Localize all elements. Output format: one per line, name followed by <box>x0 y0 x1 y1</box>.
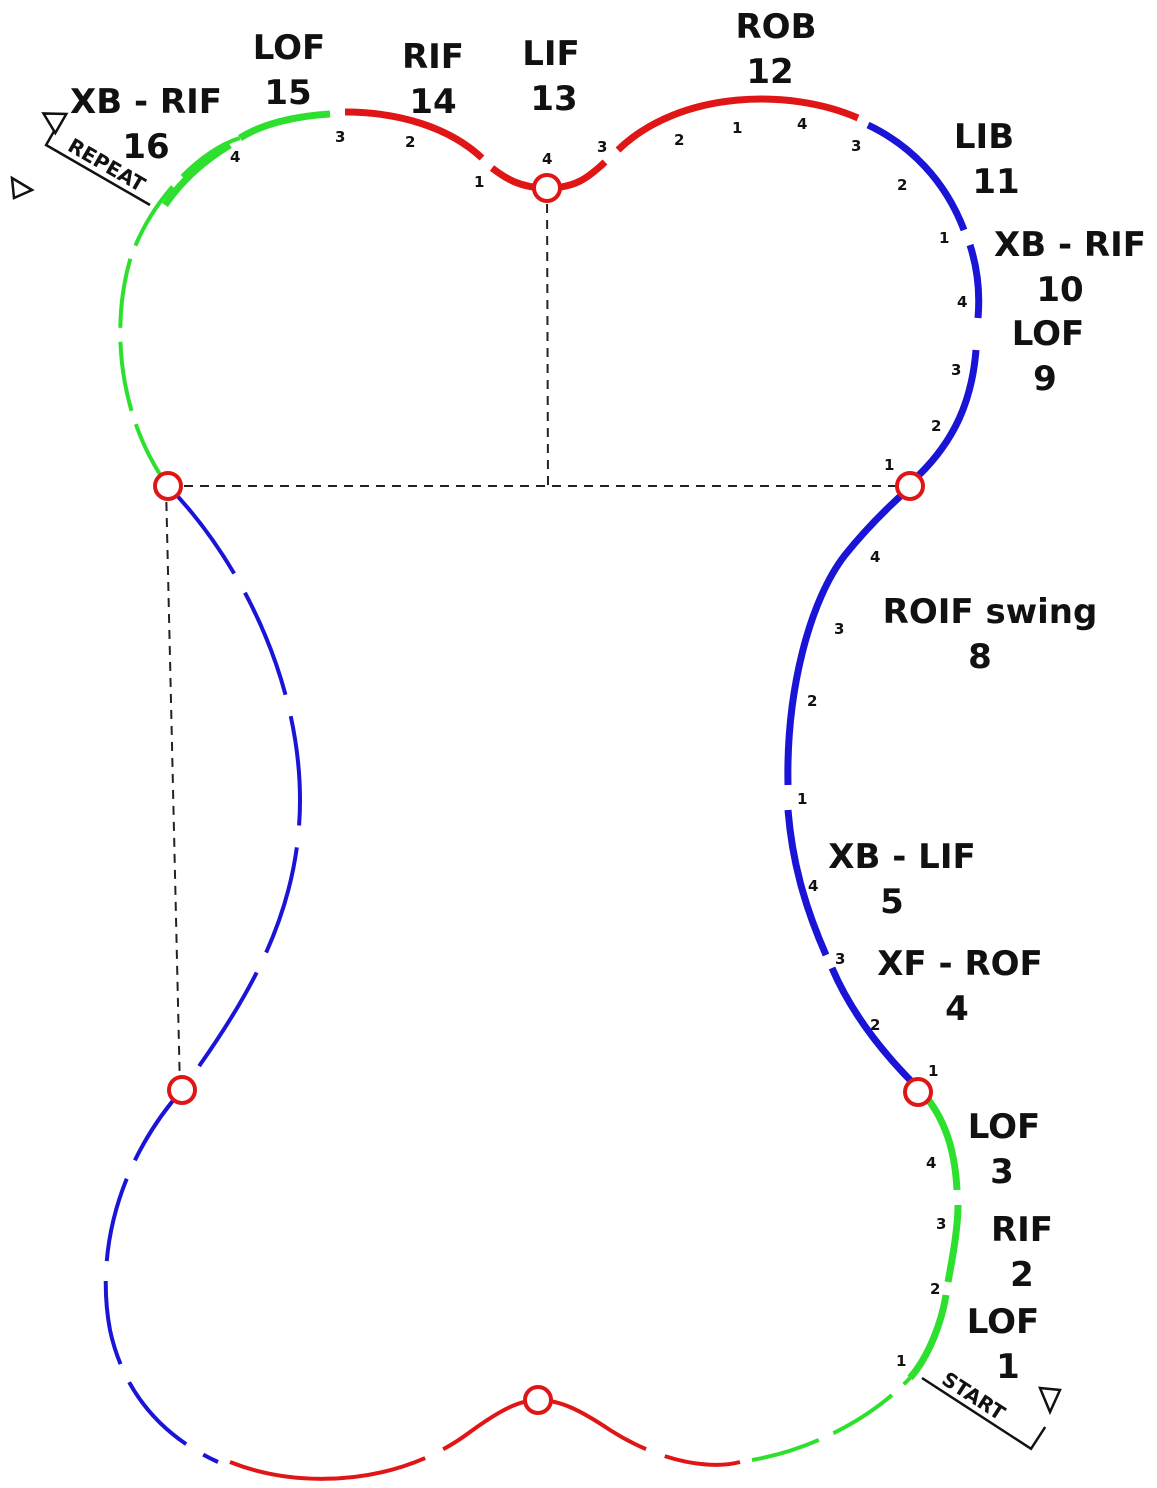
beat-count: 4 <box>230 148 240 166</box>
beat-count: 2 <box>674 131 684 149</box>
lobe-bottom-right <box>751 1376 912 1462</box>
lobe-top-left <box>118 136 241 488</box>
beat-count: 4 <box>808 877 818 895</box>
step-16-number: 16 <box>122 127 169 167</box>
step-15-number: 15 <box>264 73 311 113</box>
lobe-bottom-red-left <box>229 1398 539 1481</box>
node-upper-right <box>895 471 925 501</box>
node-lower-left <box>167 1075 197 1105</box>
step-14-number: 14 <box>409 82 456 122</box>
lobe-middle-left <box>166 484 303 1092</box>
edge-step-5 <box>784 809 830 957</box>
step-13-number: 13 <box>530 79 577 119</box>
lobe-outlines <box>103 136 912 1481</box>
step-12-name: ROB <box>736 7 817 47</box>
beat-count: 1 <box>928 1062 938 1080</box>
step-13-name: LIF <box>522 34 580 74</box>
edge-step-9 <box>915 349 980 479</box>
node-bottom <box>523 1385 553 1415</box>
edge-step-4 <box>828 966 918 1088</box>
node-upper-left <box>153 471 183 501</box>
start-marker: START <box>921 1367 1047 1451</box>
beat-count: 2 <box>897 176 907 194</box>
step-3-number: 3 <box>990 1152 1014 1192</box>
step-4-name: XF - ROF <box>877 944 1043 984</box>
step-12-number: 12 <box>746 52 793 92</box>
beat-count: 3 <box>834 620 844 638</box>
beat-count: 2 <box>870 1016 880 1034</box>
beat-count: 4 <box>926 1154 936 1172</box>
beat-count: 1 <box>884 456 894 474</box>
beat-count: 1 <box>896 1352 906 1370</box>
edge-step-16 <box>162 141 232 207</box>
step-5-number: 5 <box>880 882 904 922</box>
edge-step-8 <box>784 489 908 786</box>
edge-step-3 <box>919 1089 961 1191</box>
step-15-name: LOF <box>253 28 326 68</box>
beat-count: 3 <box>597 138 607 156</box>
node-top <box>532 173 562 203</box>
step-3-name: LOF <box>968 1107 1041 1147</box>
guide-line-vertical-left <box>165 485 181 1091</box>
edge-step-12 <box>615 95 860 153</box>
step-labels: LOF 1 RIF 2 LOF 3 XF - ROF 4 XB - LIF 5 … <box>70 7 1146 1387</box>
edge-step-10 <box>966 243 983 319</box>
step-16-name: XB - RIF <box>70 82 222 122</box>
step-9-number: 9 <box>1033 359 1057 399</box>
beat-count: 3 <box>835 950 845 968</box>
step-14-name: RIF <box>402 37 464 77</box>
step-10-number: 10 <box>1036 270 1083 310</box>
step-8-name: ROIF swing <box>883 592 1098 632</box>
step-11-name: LIB <box>954 117 1014 157</box>
guide-line-vertical-top <box>546 187 549 487</box>
step-4-number: 4 <box>945 989 969 1029</box>
beat-count: 2 <box>931 417 941 435</box>
lobe-bottom-red-right <box>537 1398 741 1467</box>
beat-count: 1 <box>474 173 484 191</box>
beat-count: 1 <box>939 229 949 247</box>
step-9-name: LOF <box>1012 314 1085 354</box>
edge-step-15 <box>238 110 331 141</box>
beat-count: 1 <box>797 790 807 808</box>
step-2-number: 2 <box>1010 1255 1034 1295</box>
repeat-arrow-icon <box>10 175 35 200</box>
beat-count: 2 <box>930 1280 940 1298</box>
beat-count: 3 <box>851 137 861 155</box>
beat-count: 4 <box>957 293 967 311</box>
edge-step-1 <box>907 1294 950 1381</box>
edge-step-11 <box>866 121 968 232</box>
step-11-number: 11 <box>972 162 1019 202</box>
edge-step-2 <box>944 1204 962 1283</box>
nodes <box>153 173 933 1415</box>
step-10-name: XB - RIF <box>994 225 1146 265</box>
beat-count: 2 <box>405 133 415 151</box>
beat-count: 4 <box>542 150 552 168</box>
beat-count: 2 <box>807 692 817 710</box>
start-arrow-icon <box>1038 1386 1062 1416</box>
beat-count: 1 <box>732 119 742 137</box>
guide-lines <box>165 187 910 1091</box>
lobe-bottom-left <box>103 1088 219 1464</box>
step-2-name: RIF <box>991 1210 1053 1250</box>
step-1-number: 1 <box>996 1347 1020 1387</box>
beat-count: 3 <box>936 1215 946 1233</box>
beat-counts: 1 2 3 4 1 2 3 4 1 2 3 4 1 2 3 4 1 2 3 4 … <box>230 115 967 1370</box>
edge-step-14 <box>344 108 485 161</box>
beat-count: 3 <box>951 361 961 379</box>
step-5-name: XB - LIF <box>828 837 975 877</box>
edges <box>162 95 983 1381</box>
step-1-name: LOF <box>967 1302 1040 1342</box>
beat-count: 4 <box>870 548 880 566</box>
node-lower-right <box>903 1077 933 1107</box>
beat-count: 3 <box>335 128 345 146</box>
beat-count: 4 <box>797 115 807 133</box>
step-8-number: 8 <box>968 637 992 677</box>
